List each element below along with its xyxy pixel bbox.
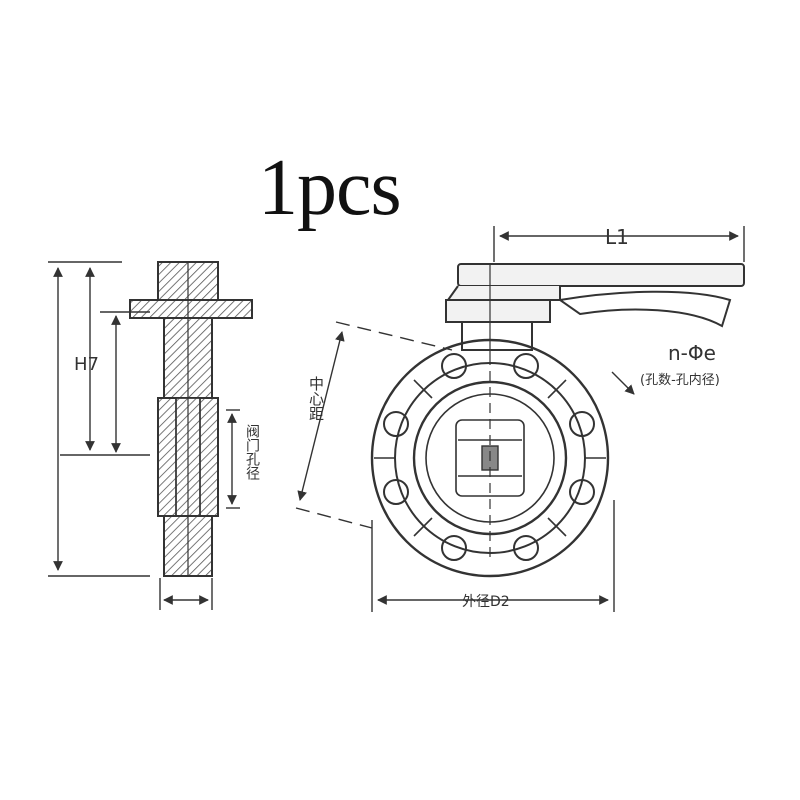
hole-spec-label: n-Φe bbox=[668, 341, 716, 365]
outer-diameter-label: 外径D2 bbox=[462, 594, 510, 610]
front-dimensions bbox=[295, 226, 745, 612]
handle-grip bbox=[557, 290, 732, 328]
quantity-title: 1pcs bbox=[258, 144, 402, 232]
mount-bracket bbox=[445, 299, 551, 323]
handle-lever bbox=[457, 263, 745, 287]
side-view bbox=[129, 261, 253, 577]
h7-label: H7 bbox=[74, 354, 99, 375]
l1-label: L1 bbox=[605, 225, 629, 249]
mount-flange bbox=[129, 299, 253, 319]
side-dimensions bbox=[48, 261, 240, 610]
bolt-holes bbox=[383, 353, 595, 561]
hole-note-label: (孔数-孔内径) bbox=[640, 372, 720, 388]
center-distance-label: 中心距 bbox=[307, 376, 325, 421]
front-view bbox=[370, 263, 745, 578]
outer-flange bbox=[370, 338, 610, 578]
valve-bore-label: 阀门孔径 bbox=[244, 424, 260, 480]
